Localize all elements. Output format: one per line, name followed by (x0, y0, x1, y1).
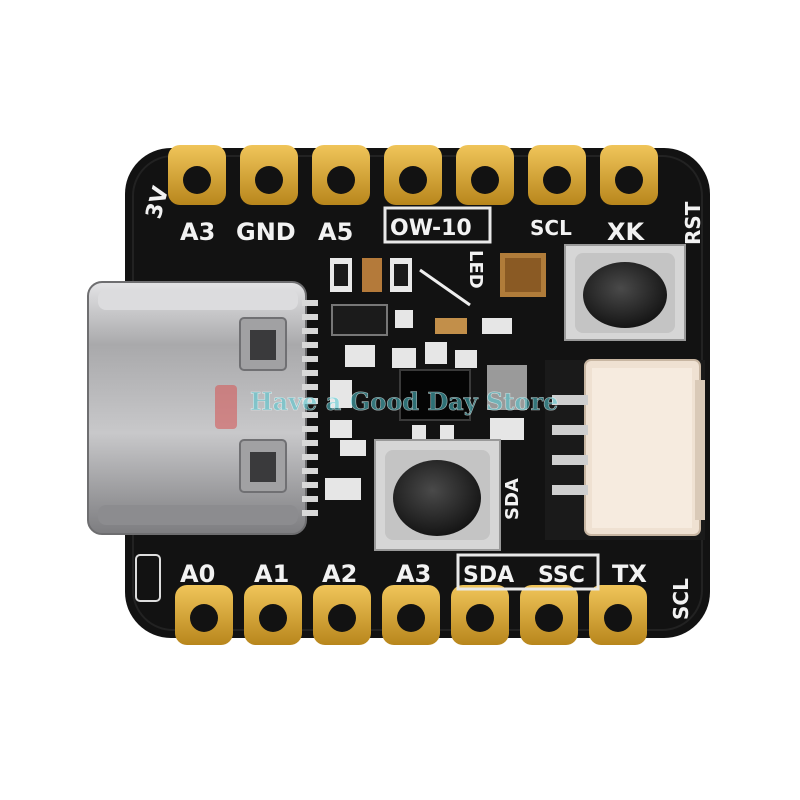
led-label: LED (465, 250, 486, 289)
usb-c-connector (87, 281, 307, 535)
top-pin-labels: A3 GND A5 OW-10 SCL XK RST (180, 201, 705, 246)
pin-label: SCL (530, 216, 572, 240)
pin-pad-top (240, 145, 298, 205)
pin-pad-top (168, 145, 226, 205)
pin-label: SDA (463, 563, 514, 588)
pin-label: A5 (318, 218, 353, 246)
pin-pad-bottom (244, 585, 302, 645)
pin-label: SCL (669, 578, 693, 620)
pin-pad-top (312, 145, 370, 205)
pin-label: OW-10 (390, 216, 472, 241)
bottom-pin-labels: A0 A1 A2 A3 SDA SSC TX SCL (180, 560, 693, 620)
pin-label: SSC (538, 563, 585, 588)
pin-pad-top (528, 145, 586, 205)
pin-pad-bottom (451, 585, 509, 645)
pin-label: A1 (254, 560, 289, 588)
pin-label: RST (681, 201, 705, 245)
pin-pad-bottom (313, 585, 371, 645)
smd-components: LED (325, 250, 546, 500)
pin-pad-bottom (520, 585, 578, 645)
pin-label: TX (612, 560, 647, 588)
top-pin-row (168, 145, 658, 205)
usb-solder-pins (302, 300, 318, 516)
pin-label: A3 (180, 218, 215, 246)
pin-label: A3 (396, 560, 431, 588)
pin-label: A2 (322, 560, 357, 588)
pin-label: XK (607, 218, 646, 246)
jst-connector: SDA (502, 359, 705, 540)
pin-pad-bottom (382, 585, 440, 645)
pin-label: A0 (180, 560, 215, 588)
pin-label: GND (236, 218, 296, 246)
reset-button (564, 244, 686, 341)
pin-pad-top (384, 145, 442, 205)
pin-pad-bottom (175, 585, 233, 645)
pin-pad-top (600, 145, 658, 205)
sda-label: SDA (502, 478, 523, 520)
pin-pad-bottom (589, 585, 647, 645)
boot-button (374, 439, 501, 551)
bottom-pin-row (175, 585, 647, 645)
watermark: Have a Good Day Store (250, 387, 558, 416)
pin-pad-top (456, 145, 514, 205)
